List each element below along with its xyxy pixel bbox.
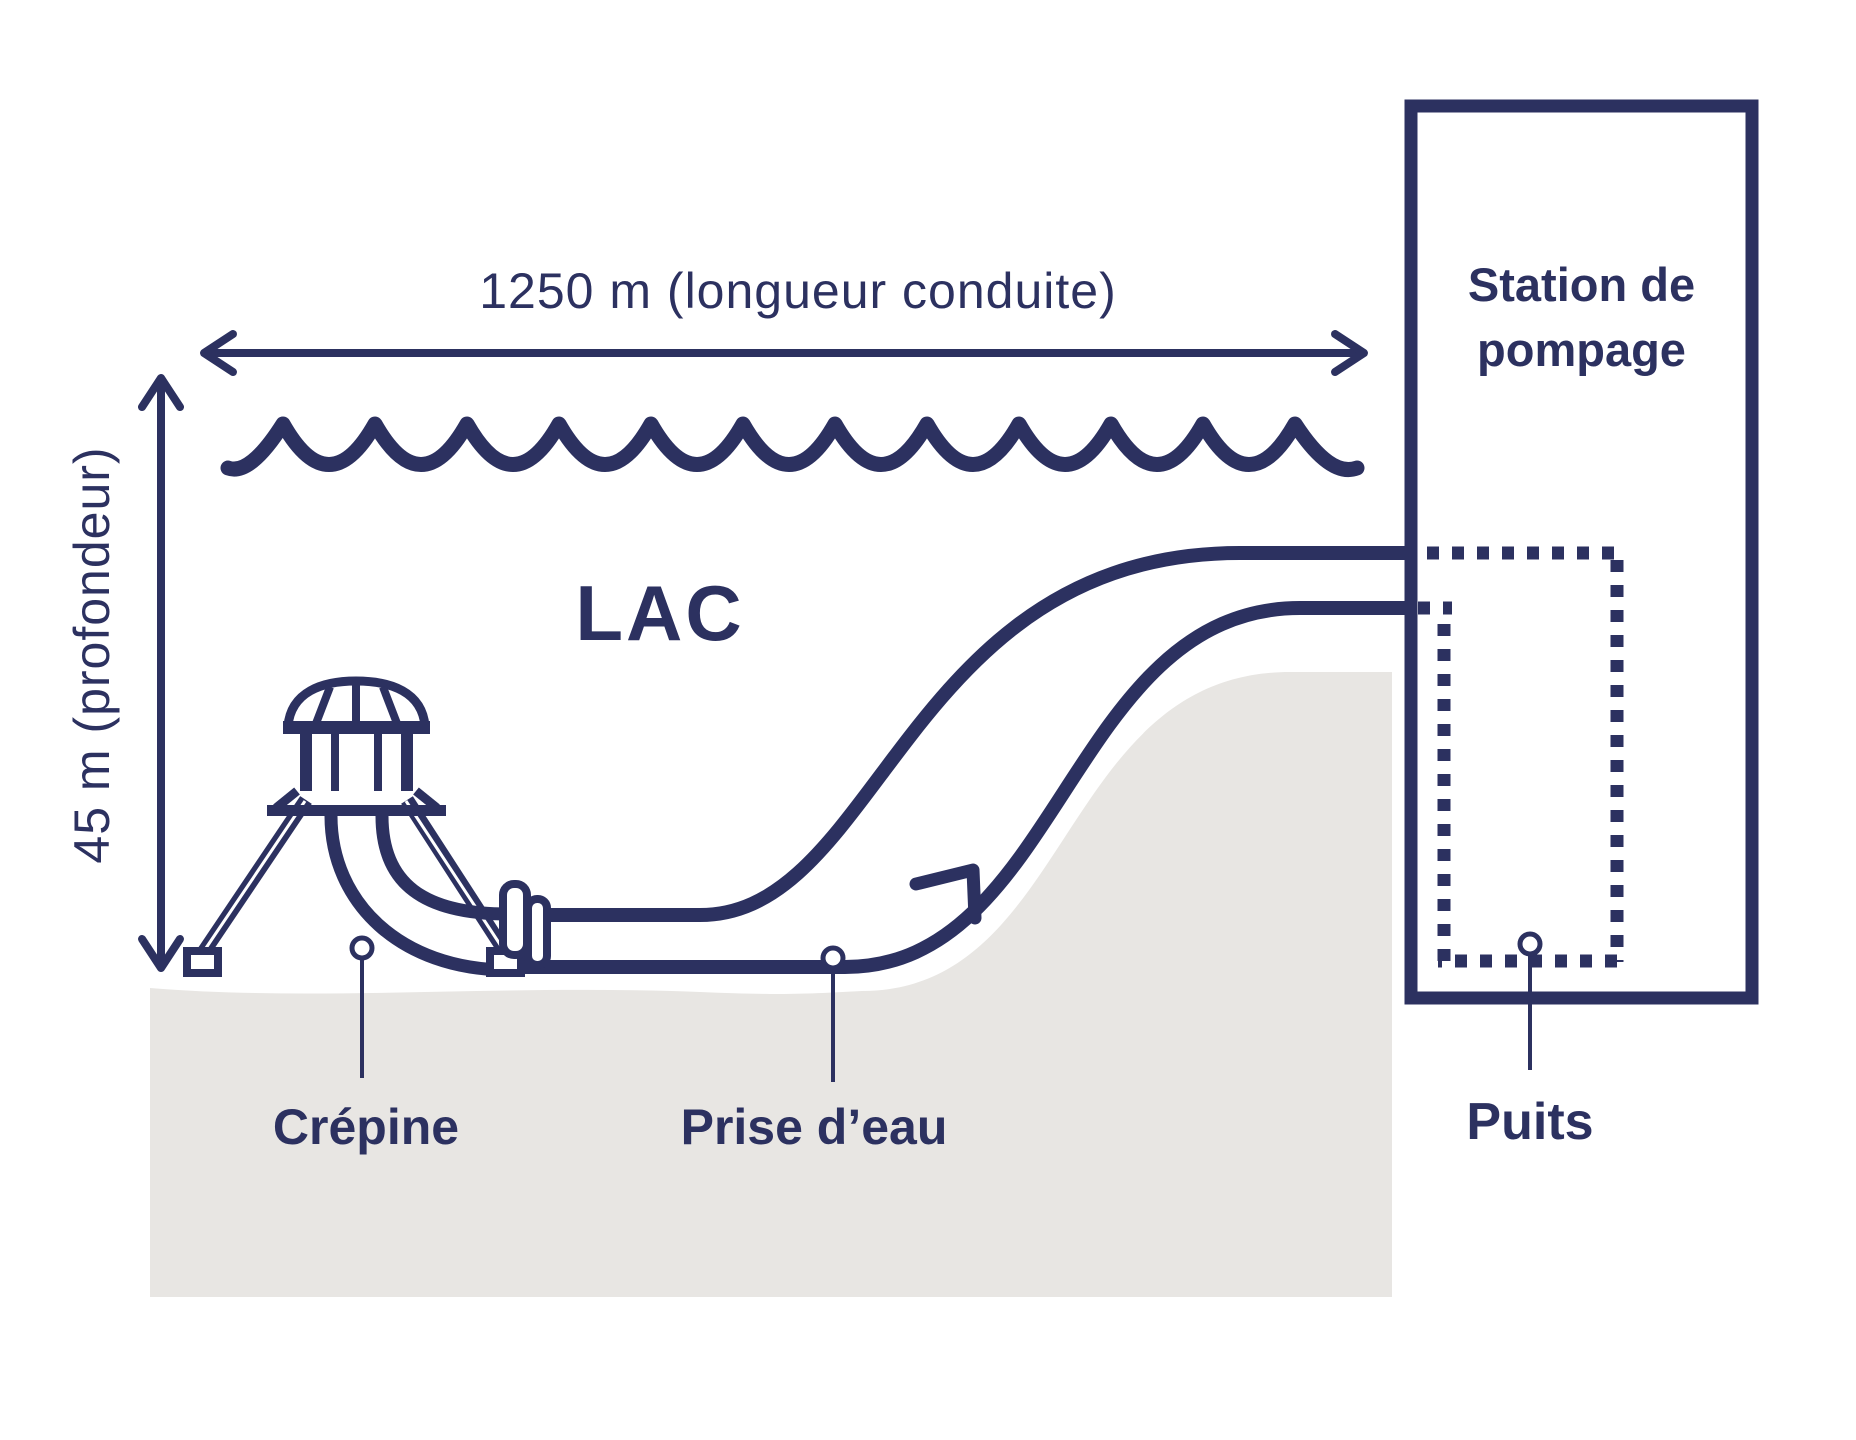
water-intake-label: Prise d’eau (680, 1099, 948, 1155)
lakebed-ground-shape (150, 672, 1392, 1297)
depth-label: 45 m (profondeur) (64, 446, 120, 864)
strainer-elbow-inner (375, 815, 509, 921)
pipeline-bottom-wall (513, 601, 1419, 974)
strainer-body (300, 734, 413, 791)
strainer-dome-ribs (311, 681, 402, 728)
flow-direction-arrow-icon (909, 863, 982, 925)
pipeline-top-wall (538, 546, 1419, 922)
water-surface-wave-icon (220, 416, 1365, 477)
intake-leader-dot (820, 945, 846, 971)
pipe-length-label: 1250 m (longueur conduite) (479, 263, 1117, 319)
strainer-elbow-outer (324, 815, 509, 977)
well-leader-dot (1517, 931, 1543, 957)
strainer-leader-dot (349, 935, 375, 961)
well-label: Puits (1466, 1093, 1594, 1151)
strainer-base (267, 787, 446, 816)
strainer-illustration (183, 676, 551, 977)
well-dotted-outline (1418, 546, 1624, 968)
lake-label: LAC (575, 569, 745, 657)
intake-pipeline (513, 546, 1419, 974)
label-leaders (349, 931, 1543, 1082)
pumping-station-label: Station de pompage (1467, 258, 1696, 376)
pipe-flange (499, 880, 551, 969)
strainer-label: Crépine (272, 1099, 460, 1155)
length-measure-arrow (200, 330, 1368, 376)
depth-measure-arrow (138, 374, 184, 972)
strainer-cornice (283, 721, 430, 734)
